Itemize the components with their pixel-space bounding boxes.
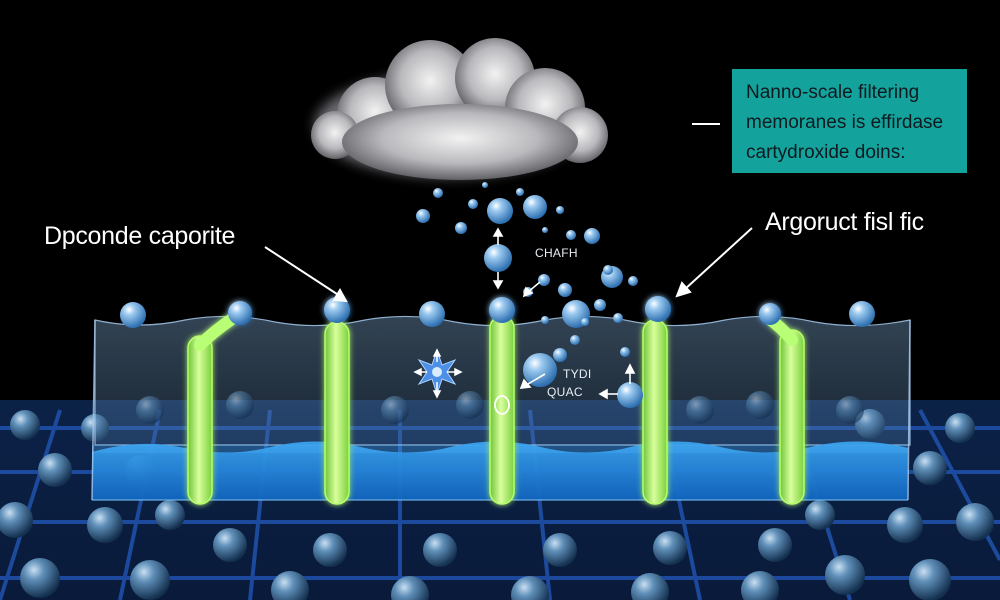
right-label: Argoruct fisl fic (765, 208, 924, 236)
molecule-tag-quac: QUAC (547, 385, 583, 399)
water-droplet-icon (416, 182, 643, 408)
label-pointer-lines (264, 123, 753, 303)
callout-line-3: cartydroxide doins: (746, 142, 906, 163)
callout-line-2: memoranes is effirdase (746, 112, 944, 133)
ring-marker (494, 395, 510, 415)
callout-box: Nanno-scale filtering memoranes is effir… (732, 69, 967, 173)
nanochannel-tubes (187, 296, 805, 505)
cloud-icon (311, 38, 608, 180)
molecule-tag-chafh: CHAFH (535, 246, 578, 260)
filter-membrane (91, 296, 911, 505)
molecule-tag-tydi: TYDI (563, 367, 592, 381)
molecule-arrow-icon (492, 227, 636, 400)
callout-line-1: Nanno-scale filtering (746, 82, 920, 103)
atom-star-icon (413, 348, 463, 399)
left-label: Dpconde caporite (44, 222, 236, 250)
